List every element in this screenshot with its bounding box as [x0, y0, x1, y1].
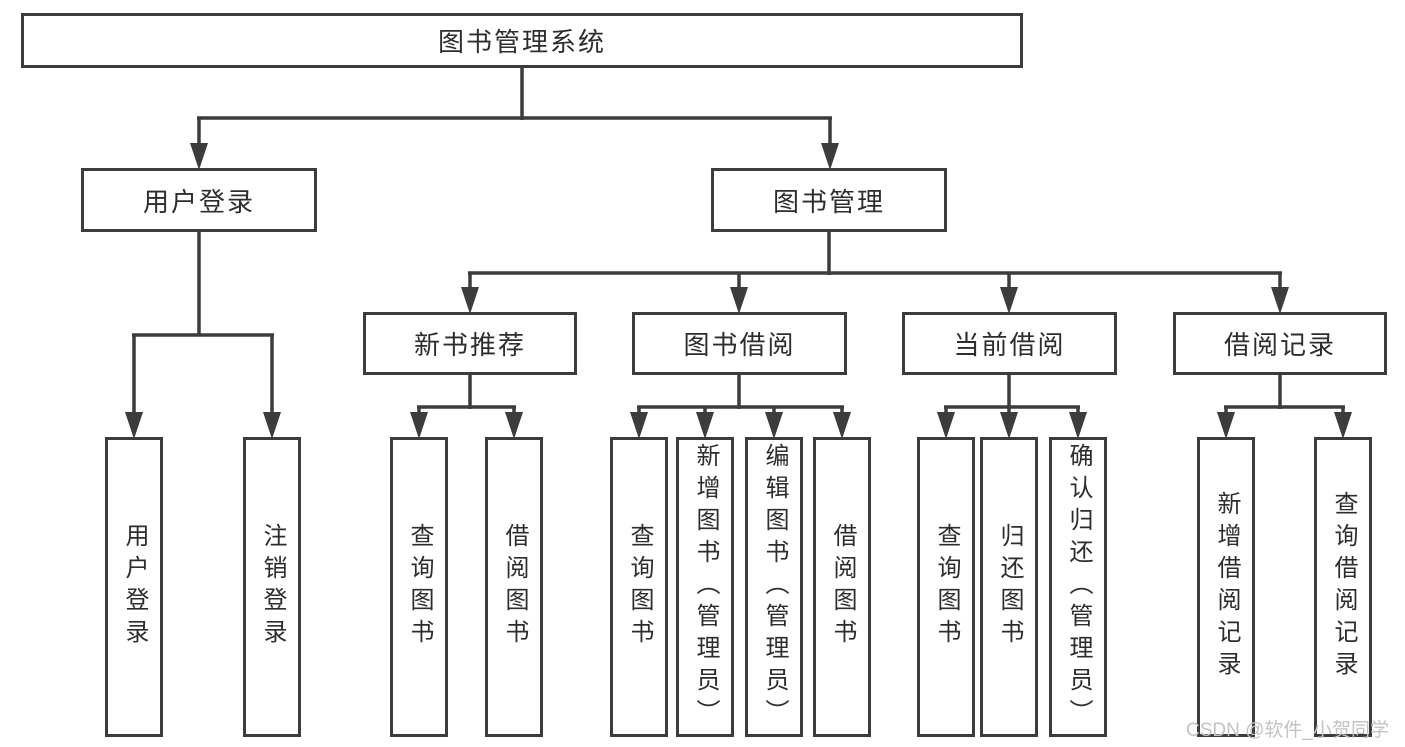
- leaf-query-books-borrowing: 查询图书: [610, 437, 668, 737]
- node-book-management: 图书管理: [711, 168, 947, 232]
- leaf-label: 查询图书: [933, 523, 960, 651]
- leaf-edit-book-admin: 编辑图书（管理员）: [745, 437, 803, 737]
- csdn-watermark: CSDN @软件_小贺同学: [1186, 720, 1389, 741]
- node-borrowing-records: 借阅记录: [1173, 312, 1387, 375]
- node-new-book-recommendation: 新书推荐: [363, 312, 577, 375]
- leaf-borrow-books-borrowing: 借阅图书: [813, 437, 871, 737]
- node-user-login: 用户登录: [81, 168, 317, 232]
- node-current-borrowing: 当前借阅: [902, 312, 1117, 375]
- leaf-label: 借阅图书: [501, 523, 528, 651]
- leaf-label: 用户登录: [121, 523, 148, 651]
- leaf-label: 查询借阅记录: [1330, 491, 1357, 683]
- leaf-user-login: 用户登录: [105, 437, 163, 737]
- arrowheads: [125, 143, 1352, 439]
- leaf-return-books: 归还图书: [980, 437, 1038, 737]
- leaf-query-books-recommend: 查询图书: [390, 437, 448, 737]
- leaf-borrow-books-recommend: 借阅图书: [485, 437, 543, 737]
- leaf-query-books-current: 查询图书: [917, 437, 975, 737]
- leaf-query-borrow-record: 查询借阅记录: [1314, 437, 1372, 737]
- leaf-label: 查询图书: [626, 523, 653, 651]
- leaf-add-book-admin: 新增图书（管理员）: [676, 437, 734, 737]
- leaf-label: 查询图书: [406, 523, 433, 651]
- leaf-confirm-return-admin: 确认归还（管理员）: [1049, 437, 1107, 737]
- node-book-borrowing: 图书借阅: [632, 312, 847, 375]
- leaf-logout-login: 注销登录: [243, 437, 301, 737]
- leaf-label: 确认归还（管理员）: [1065, 443, 1092, 731]
- leaf-label: 新增借阅记录: [1213, 491, 1240, 683]
- node-library-management-system: 图书管理系统: [21, 13, 1023, 68]
- leaf-label: 编辑图书（管理员）: [761, 443, 788, 731]
- leaf-add-borrow-record: 新增借阅记录: [1197, 437, 1255, 737]
- leaf-label: 借阅图书: [829, 523, 856, 651]
- leaf-label: 归还图书: [996, 523, 1023, 651]
- leaf-label: 注销登录: [259, 523, 286, 651]
- leaf-label: 新增图书（管理员）: [692, 443, 719, 731]
